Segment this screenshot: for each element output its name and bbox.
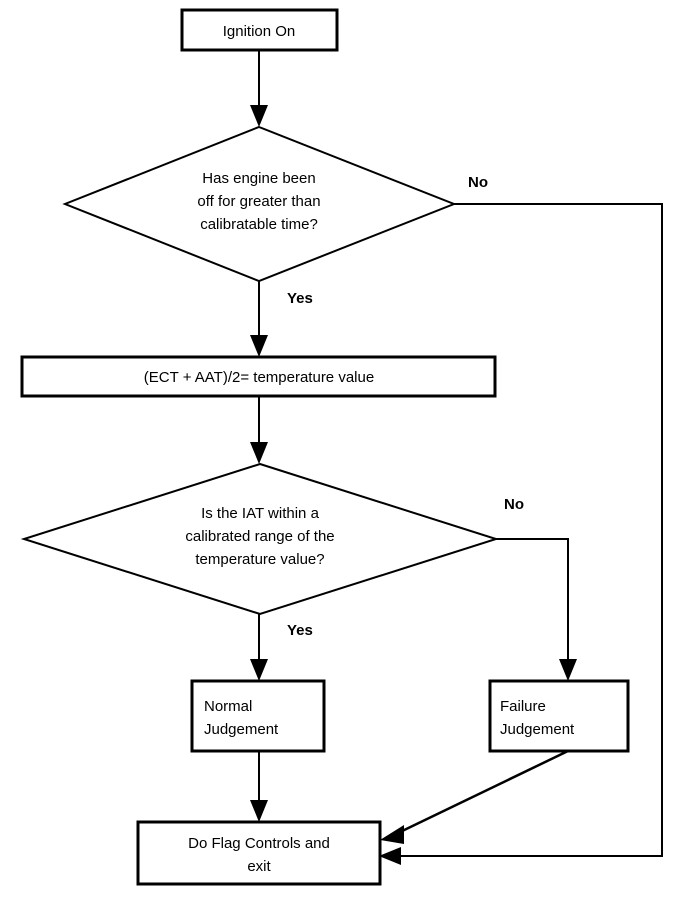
node-decision-engine-off-line2: off for greater than [197, 193, 320, 210]
connector-failure-to-final [397, 749, 569, 835]
edge-label-decision1-no: No [468, 174, 488, 191]
edge-label-decision2-yes: Yes [287, 622, 313, 639]
connector-decision2-no [496, 538, 569, 664]
node-decision-iat-range-line2: calibrated range of the [185, 528, 334, 545]
node-failure-judgement-line1: Failure [500, 698, 546, 715]
arrowhead-failure-to-final [380, 825, 404, 844]
edge-label-decision1-yes: Yes [287, 290, 313, 307]
node-do-flag-controls [136, 820, 382, 886]
node-ignition-on-label: Ignition On [223, 23, 296, 40]
node-failure-judgement [488, 679, 630, 753]
arrowhead-decision1-no [379, 847, 401, 865]
node-compute-temperature-label: (ECT + AAT)/2= temperature value [144, 369, 374, 386]
node-failure-judgement-line2: Judgement [500, 721, 575, 738]
node-decision-iat-range-line3: temperature value? [195, 551, 324, 568]
node-decision-engine-off-line1: Has engine been [202, 170, 315, 187]
arrowhead-decision2-no [559, 659, 577, 681]
edge-label-decision2-no: No [504, 496, 524, 513]
arrowhead-start-to-decision1 [250, 105, 268, 127]
node-do-flag-controls-line1: Do Flag Controls and [188, 835, 330, 852]
connector-decision1-no [396, 203, 663, 857]
arrowhead-process-to-decision2 [250, 442, 268, 464]
node-decision-iat-range-line1: Is the IAT within a [201, 505, 319, 522]
arrowhead-decision1-yes [250, 335, 268, 357]
node-normal-judgement [190, 679, 326, 753]
node-do-flag-controls-line2: exit [247, 858, 271, 875]
node-normal-judgement-line2: Judgement [204, 721, 279, 738]
node-normal-judgement-line1: Normal [204, 698, 252, 715]
arrowhead-decision2-yes [250, 659, 268, 681]
arrowhead-normal-to-final [250, 800, 268, 822]
node-decision-engine-off-line3: calibratable time? [200, 216, 318, 233]
